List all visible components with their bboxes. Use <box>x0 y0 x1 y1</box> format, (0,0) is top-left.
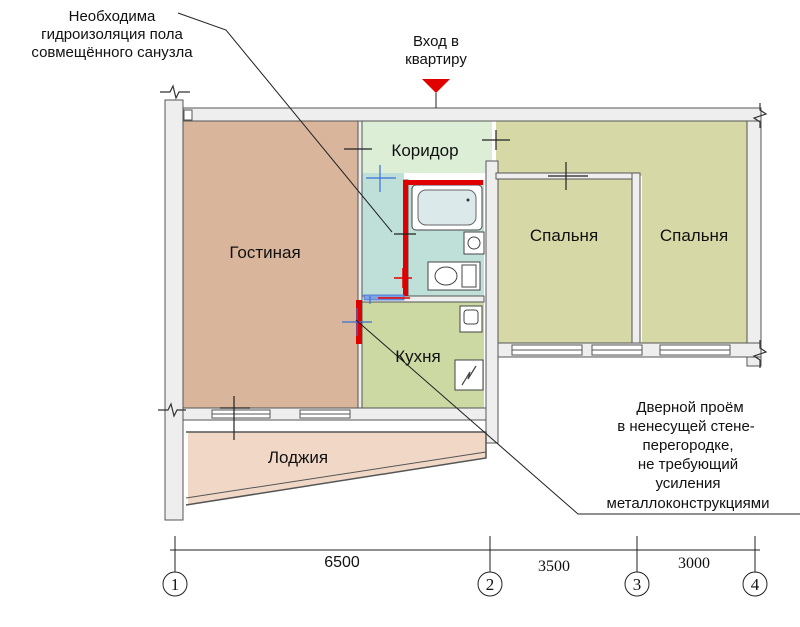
loggia-room <box>188 432 486 505</box>
corridor-room <box>362 121 492 173</box>
bathroom-partition-red-top <box>403 180 483 185</box>
entrance-arrow <box>422 79 450 93</box>
bedroom-top-strip <box>496 121 747 176</box>
svg-text:Необходима: Необходима <box>69 8 156 25</box>
dimension-3000: 3000 <box>678 555 710 572</box>
walls <box>164 99 762 521</box>
svg-text:не требующий: не требующий <box>638 456 738 473</box>
loggia-outline <box>185 431 487 506</box>
svg-text:металлоконструкциями: металлоконструкциями <box>607 495 770 512</box>
entrance-note: Вход в квартиру <box>405 33 467 68</box>
window-lines <box>212 349 730 415</box>
doorway-leader <box>355 319 800 515</box>
dimension-6500: 6500 <box>324 554 360 571</box>
axis-marker-4: 4 <box>742 571 768 597</box>
corridor-label: Коридор <box>391 141 458 160</box>
svg-text:2: 2 <box>486 575 495 594</box>
svg-text:совмещённого санузла: совмещённого санузла <box>31 44 193 61</box>
living-room-label: Гостиная <box>229 243 300 262</box>
waterproofing-leader <box>177 12 393 233</box>
blue-markers <box>342 165 396 336</box>
kitchen-sink-icon <box>459 305 483 333</box>
washbasin-icon <box>463 231 485 255</box>
break-marks <box>158 84 768 418</box>
svg-text:3: 3 <box>633 575 642 594</box>
loggia-label: Лоджия <box>268 448 328 467</box>
svg-text:4: 4 <box>751 575 760 594</box>
svg-text:Дверной проём: Дверной проём <box>636 399 743 416</box>
bathroom-partition-red-vertical <box>403 184 408 296</box>
bedroom-label-2: Спальня <box>660 226 728 245</box>
toilet-icon <box>427 261 481 291</box>
dimension-3500: 3500 <box>538 558 570 575</box>
axis-marker-1: 1 <box>162 571 188 597</box>
door-marks <box>220 130 588 440</box>
living-room <box>183 121 358 410</box>
bathroom-room <box>362 173 404 301</box>
axis-marker-3: 3 <box>624 571 650 597</box>
waterproofing-note: Необходима гидроизоляция пола совмещённо… <box>31 8 193 61</box>
svg-text:гидроизоляция пола: гидроизоляция пола <box>41 26 183 43</box>
svg-text:квартиру: квартиру <box>405 51 467 68</box>
dimension-line <box>170 536 760 575</box>
bedroom-label-1: Спальня <box>530 226 598 245</box>
doorway-note: Дверной проём в ненесущей стене- перегор… <box>607 399 770 512</box>
svg-text:1: 1 <box>171 575 180 594</box>
kitchen-label: Кухня <box>395 347 441 366</box>
svg-text:Вход в: Вход в <box>413 33 459 50</box>
svg-text:перегородке,: перегородке, <box>643 437 734 454</box>
red-markers <box>378 268 412 299</box>
bathtub-icon <box>411 184 483 231</box>
svg-text:усиления: усиления <box>655 475 720 492</box>
stove-icon <box>454 359 484 391</box>
axis-marker-2: 2 <box>477 571 503 597</box>
loggia-parapet <box>185 451 487 499</box>
svg-text:в ненесущей стене-: в ненесущей стене- <box>617 418 755 435</box>
